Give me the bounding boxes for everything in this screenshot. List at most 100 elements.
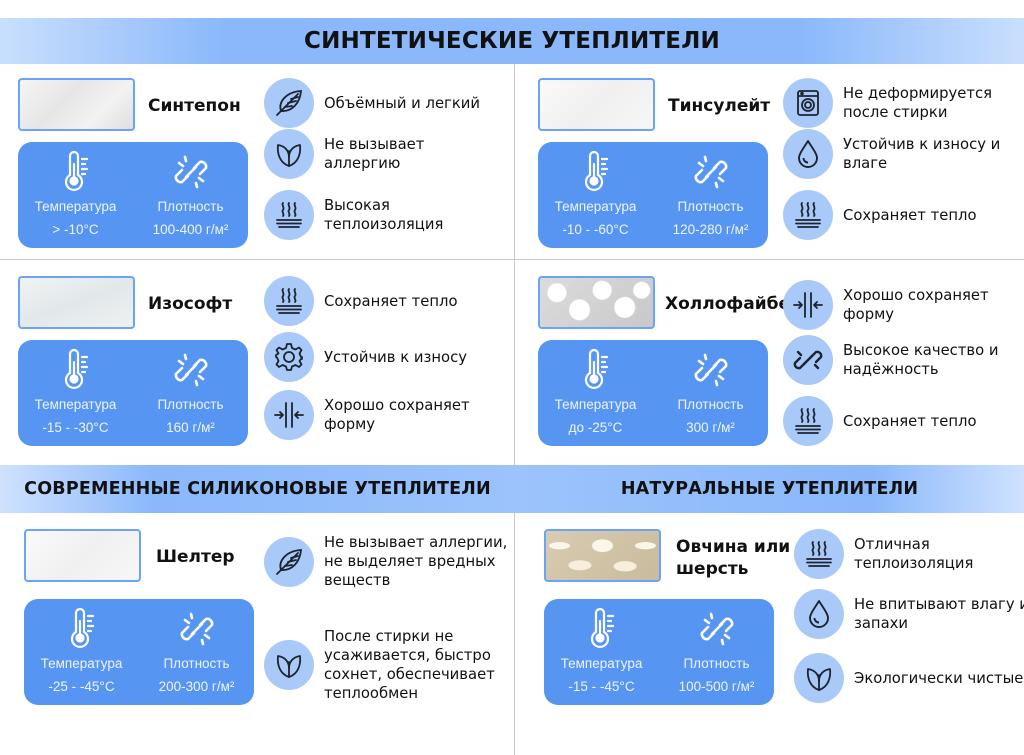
hollofiber-temperature: Температура до -25°C (538, 340, 653, 446)
temperature-label: Температура (554, 199, 637, 214)
density-value: 300 г/м² (686, 420, 735, 435)
feature-text: После стирки не усаживается, быстро сохн… (324, 628, 495, 702)
temperature-value: -25 - -45°C (48, 679, 115, 694)
wool-feature: Не впитывают влагу и запахи (794, 589, 1024, 639)
temperature-label: Температура (554, 397, 637, 412)
density-value: 120-280 г/м² (672, 222, 749, 237)
tinsulate-temperature: Температура -10 - -60°C (538, 142, 653, 248)
temperature-value: -15 - -30°C (42, 420, 109, 435)
thermometer-icon (59, 150, 93, 199)
hollofiber-title: Холлофайбер (665, 294, 803, 314)
thermometer-icon (579, 348, 613, 397)
hollofiber-feature: Сохраняет тепло (783, 396, 1018, 446)
density-label: Плотность (677, 199, 744, 214)
tinsulate-density: Плотность 120-280 г/м² (653, 142, 768, 248)
density-label: Плотность (157, 199, 224, 214)
density-value: 200-300 г/м² (158, 679, 235, 694)
compress-icon (783, 280, 833, 330)
heat-icon (264, 190, 314, 240)
shelter-spec-card: Температура -25 - -45°C Плотность 200-300 г… (24, 599, 254, 705)
leaf-icon (794, 653, 844, 703)
temperature-label: Температура (34, 199, 117, 214)
hollofiber-feature: Хорошо сохраняет форму (783, 280, 1018, 330)
hollofiber-spec-card: Температура до -25°C Плотность 300 г/м² (538, 340, 768, 446)
thermometer-icon (59, 348, 93, 397)
heat-icon (783, 190, 833, 240)
feature-text: Сохраняет тепло (843, 412, 977, 430)
chain-link-icon (783, 335, 833, 385)
sintepon-temperature: Температура > -10°C (18, 142, 133, 248)
heat-icon (783, 396, 833, 446)
feature-text: Хорошо сохраняет форму (843, 287, 989, 323)
shelter-thumbnail (24, 529, 141, 582)
temperature-value: > -10°C (52, 222, 99, 237)
feather-icon (264, 78, 314, 128)
density-value: 100-400 г/м² (152, 222, 229, 237)
thermometer-icon (585, 607, 619, 656)
chain-link-icon (177, 609, 217, 654)
washing-machine-icon (783, 78, 833, 128)
chain-link-icon (171, 152, 211, 197)
izosoft-temperature: Температура -15 - -30°C (18, 340, 133, 446)
hollofiber-feature: Высокое качество и надёжность (783, 335, 1018, 385)
feature-text: Объёмный и легкий (324, 94, 480, 112)
tinsulate-title: Тинсулейт (668, 96, 771, 116)
header-synthetic: СИНТЕТИЧЕСКИЕ УТЕПЛИТЕЛИ (0, 18, 1024, 64)
tinsulate-feature: Не деформируется после стирки (783, 78, 1018, 128)
sintepon-feature: Объёмный и легкий (264, 78, 499, 128)
feature-text: Не деформируется после стирки (843, 85, 993, 121)
feature-text: Устойчив к износу и влаге (843, 136, 1001, 172)
temperature-value: до -25°C (568, 420, 623, 435)
chain-link-icon (171, 350, 211, 395)
feature-text: Сохраняет тепло (843, 206, 977, 224)
feature-text: Отличная теплоизоляция (854, 536, 974, 572)
thermometer-icon (579, 150, 613, 199)
wool-title: Овчина или шерсть (676, 537, 791, 579)
hollofiber-density: Плотность 300 г/м² (653, 340, 768, 446)
density-label: Плотность (163, 656, 230, 671)
sintepon-title: Синтепон (148, 96, 241, 116)
temperature-label: Температура (560, 656, 643, 671)
chain-link-icon (691, 350, 731, 395)
temperature-value: -15 - -45°C (568, 679, 635, 694)
temperature-value: -10 - -60°C (562, 222, 629, 237)
feature-text: Не вызывает аллергию (324, 136, 425, 172)
water-drop-icon (794, 589, 844, 639)
hollofiber-thumbnail (538, 276, 655, 329)
wool-temperature: Температура -15 - -45°C (544, 599, 659, 705)
sintepon-feature: Высокая теплоизоляция (264, 190, 499, 240)
wool-feature: Отличная теплоизоляция (794, 529, 1024, 579)
feature-text: Не впитывают влагу и запахи (854, 596, 1024, 632)
izosoft-thumbnail (18, 276, 135, 329)
header-natural: НАТУРАЛЬНЫЕ УТЕПЛИТЕЛИ (515, 465, 1024, 513)
temperature-label: Температура (40, 656, 123, 671)
divider-vertical-top (514, 64, 515, 465)
shelter-density: Плотность 200-300 г/м² (139, 599, 254, 705)
chain-link-icon (697, 609, 737, 654)
feature-text: Высокая теплоизоляция (324, 197, 444, 233)
feather-icon (264, 536, 314, 587)
thermometer-icon (65, 607, 99, 656)
leaf-icon (264, 640, 314, 690)
density-label: Плотность (157, 397, 224, 412)
tinsulate-feature: Устойчив к износу и влаге (783, 129, 1018, 179)
leaf-icon (264, 129, 314, 179)
divider-vertical-bottom (514, 513, 515, 755)
tinsulate-thumbnail (538, 78, 655, 131)
density-value: 100-500 г/м² (678, 679, 755, 694)
chain-link-icon (691, 152, 731, 197)
feature-text: Экологически чистые (854, 669, 1024, 687)
shelter-temperature: Температура -25 - -45°C (24, 599, 139, 705)
feature-text: Хорошо сохраняет форму (324, 397, 470, 433)
gear-icon (264, 332, 314, 382)
sintepon-density: Плотность 100-400 г/м² (133, 142, 248, 248)
feature-text: Сохраняет тепло (324, 292, 458, 310)
density-label: Плотность (677, 397, 744, 412)
tinsulate-spec-card: Температура -10 - -60°C Плотность 120-280 г… (538, 142, 768, 248)
shelter-feature: После стирки не усаживается, быстро сохн… (264, 627, 514, 703)
temperature-label: Температура (34, 397, 117, 412)
heat-icon (794, 529, 844, 579)
